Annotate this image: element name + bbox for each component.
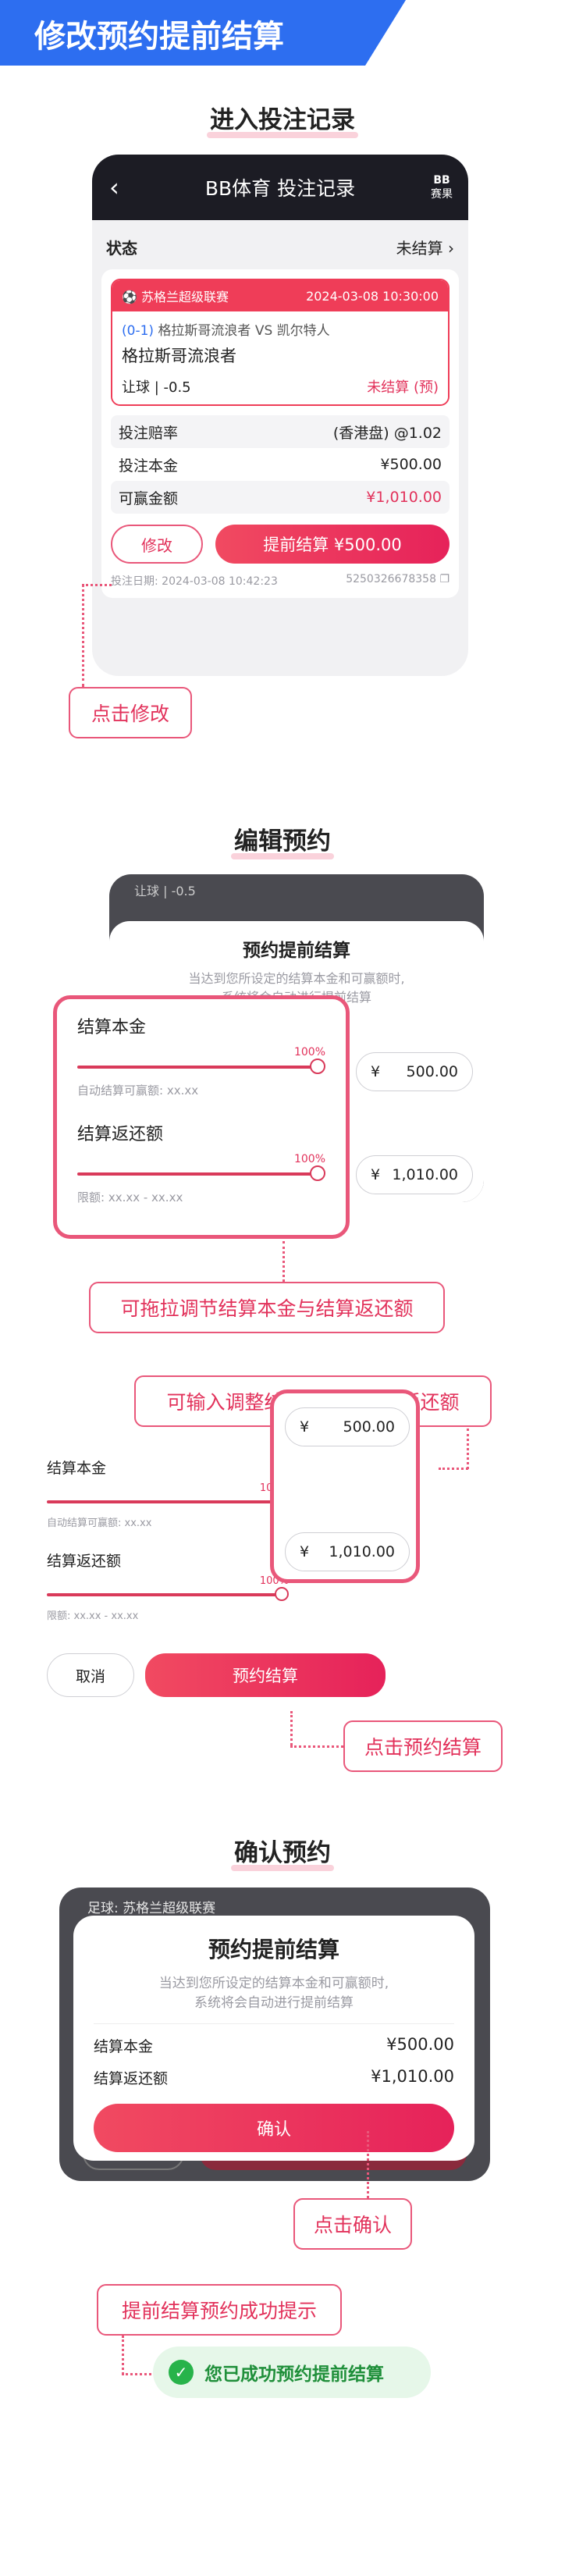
- confirm-principal-row: 结算本金¥500.00: [94, 2035, 454, 2055]
- callout-drag: 可拖拉调节结算本金与结算返还额: [89, 1282, 445, 1333]
- refund-input[interactable]: ¥1,010.00: [356, 1155, 473, 1194]
- section-title-confirm: 确认预约: [0, 1833, 565, 1871]
- page-banner: 修改预约提前结算: [0, 0, 406, 66]
- refund-slider[interactable]: [77, 1165, 325, 1183]
- connector: [122, 2336, 124, 2375]
- bet-card: ⚽ 苏格兰超级联赛 2024-03-08 10:30:00 (0-1) 格拉斯哥…: [101, 269, 459, 598]
- refund-input[interactable]: ¥1,010.00: [285, 1532, 410, 1571]
- section-title-edit: 编辑预约: [0, 821, 565, 859]
- principal-input[interactable]: ¥500.00: [356, 1052, 473, 1091]
- connector: [439, 1468, 468, 1470]
- slider-knob[interactable]: [310, 1059, 325, 1074]
- status-label: 状态: [106, 239, 137, 258]
- soccer-ball-icon: ⚽: [122, 290, 137, 304]
- bet-id: 5250326678358: [346, 573, 436, 585]
- back-icon[interactable]: ‹: [109, 173, 119, 202]
- callout-click-modify: 点击修改: [69, 687, 192, 738]
- success-toast: ✓ 您已成功预约提前结算: [153, 2347, 431, 2398]
- chevron-right-icon: ›: [448, 239, 454, 258]
- connector: [290, 1711, 293, 1745]
- cashout-button[interactable]: 提前结算 ¥500.00: [215, 525, 450, 564]
- odds-row: 投注赔率(香港盘) @1.02: [111, 415, 450, 448]
- modify-button[interactable]: 修改: [111, 525, 203, 564]
- section-title-enter-records: 进入投注记录: [0, 100, 565, 138]
- slider-knob[interactable]: [310, 1165, 325, 1181]
- connector: [467, 1429, 469, 1469]
- connector: [367, 2131, 369, 2198]
- connector: [82, 584, 112, 586]
- cancel-button[interactable]: 取消: [47, 1653, 134, 1697]
- stake-row: 投注本金¥500.00: [119, 456, 442, 475]
- refund-slider[interactable]: [47, 1587, 289, 1603]
- match-card: ⚽ 苏格兰超级联赛 2024-03-08 10:30:00 (0-1) 格拉斯哥…: [111, 279, 450, 406]
- callout-success: 提前结算预约成功提示: [97, 2284, 342, 2336]
- status-row[interactable]: 状态 未结算 ›: [101, 231, 459, 269]
- check-circle-icon: ✓: [169, 2360, 194, 2385]
- match-header: ⚽ 苏格兰超级联赛 2024-03-08 10:30:00: [112, 280, 448, 311]
- principal-slider[interactable]: [47, 1494, 289, 1510]
- bet-date: 投注日期: 2024-03-08 10:42:23: [111, 575, 278, 588]
- principal-input[interactable]: ¥500.00: [285, 1407, 410, 1446]
- callout-click-reserve: 点击预约结算: [343, 1720, 503, 1772]
- payout-row: 可赢金额¥1,010.00: [111, 481, 450, 514]
- slider-zoom-card: 结算本金 100% 自动结算可赢额: xx.xx 结算返还额 100% 限额: …: [53, 995, 350, 1239]
- principal-slider[interactable]: [77, 1059, 325, 1076]
- confirm-button[interactable]: 确认: [94, 2104, 454, 2152]
- input-zoom-card: ¥500.00 ¥1,010.00: [270, 1389, 420, 1583]
- confirm-refund-row: 结算返还额¥1,010.00: [94, 2067, 454, 2087]
- copy-icon[interactable]: ❐: [439, 573, 450, 585]
- slider-knob[interactable]: [275, 1587, 289, 1601]
- confirm-modal: 预约提前结算 当达到您所设定的结算本金和可赢额时, 系统将会自动进行提前结算 结…: [73, 1916, 474, 2161]
- callout-click-confirm: 点击确认: [293, 2198, 412, 2250]
- connector: [282, 1241, 285, 1282]
- reserve-settle-button[interactable]: 预约结算: [145, 1653, 386, 1697]
- connector: [290, 1745, 343, 1748]
- connector: [82, 584, 84, 687]
- records-title: BB体育 投注记录: [204, 177, 356, 200]
- connector: [122, 2373, 151, 2375]
